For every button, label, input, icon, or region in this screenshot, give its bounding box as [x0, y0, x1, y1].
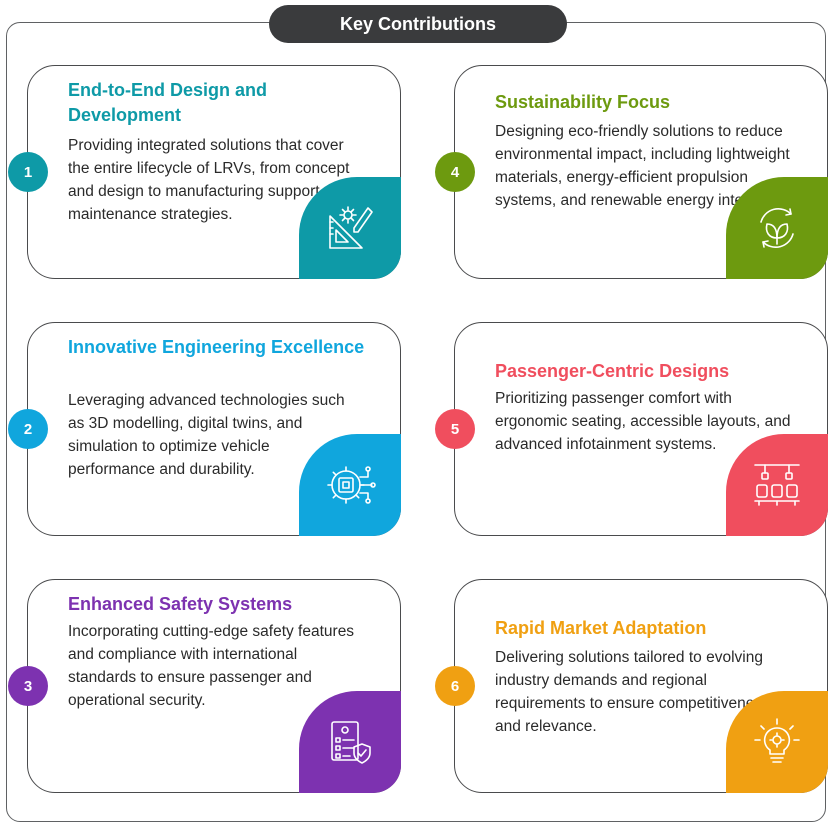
card-icon-tab [726, 434, 828, 536]
card-rapid-market-adaptation: 6 Rapid Market Adaptation Delivering sol… [435, 579, 828, 793]
card-title: Rapid Market Adaptation [495, 618, 707, 638]
card-end-to-end-design: 1 End-to-End Design and Development Prov… [8, 65, 401, 279]
chip-gear-icon [327, 466, 376, 504]
card-title: Enhanced Safety Systems [68, 594, 293, 614]
card-passenger-centric: 5 Passenger-Centric Designs Prioritizing… [435, 322, 828, 536]
design-tools-icon [329, 206, 373, 249]
card-icon-tab [726, 177, 828, 279]
page-title: Key Contributions [269, 5, 567, 43]
card-number-badge: 2 [8, 409, 48, 449]
card-description: Designing eco-friendly solutions to redu… [495, 123, 795, 209]
card-icon-tab [299, 434, 401, 536]
card-number-badge: 1 [8, 152, 48, 192]
card-number-badge: 4 [435, 152, 475, 192]
card-icon-tab [726, 691, 828, 793]
card-description: Prioritizing passenger comfort with ergo… [495, 390, 791, 453]
seats-icon [754, 464, 800, 506]
card-number-badge: 3 [8, 666, 48, 706]
leaf-cycle-icon [760, 208, 794, 248]
card-title: Sustainability Focus [495, 92, 671, 112]
checklist-shield-icon [331, 721, 371, 764]
card-number-badge: 6 [435, 666, 475, 706]
card-description: Leveraging advanced technologies such as… [68, 392, 345, 478]
card-enhanced-safety: 3 Enhanced Safety Systems Incorporating … [8, 579, 401, 793]
card-description: Delivering solutions tailored to evolvin… [495, 649, 770, 735]
card-innovative-engineering: 2 Innovative Engineering Excellence Leve… [8, 322, 401, 536]
card-title: End-to-End Design and Development [68, 80, 267, 125]
lightbulb-gear-icon [754, 718, 800, 763]
card-description: Providing integrated solutions that cove… [68, 137, 350, 223]
card-description: Incorporating cutting-edge safety featur… [68, 623, 355, 709]
card-number-badge: 5 [435, 409, 475, 449]
card-title: Passenger-Centric Designs [495, 361, 730, 381]
card-icon-tab [299, 177, 401, 279]
card-icon-tab [299, 691, 401, 793]
card-title: Innovative Engineering Excellence [68, 337, 365, 357]
card-sustainability: 4 Sustainability Focus Designing eco-fri… [435, 65, 828, 279]
